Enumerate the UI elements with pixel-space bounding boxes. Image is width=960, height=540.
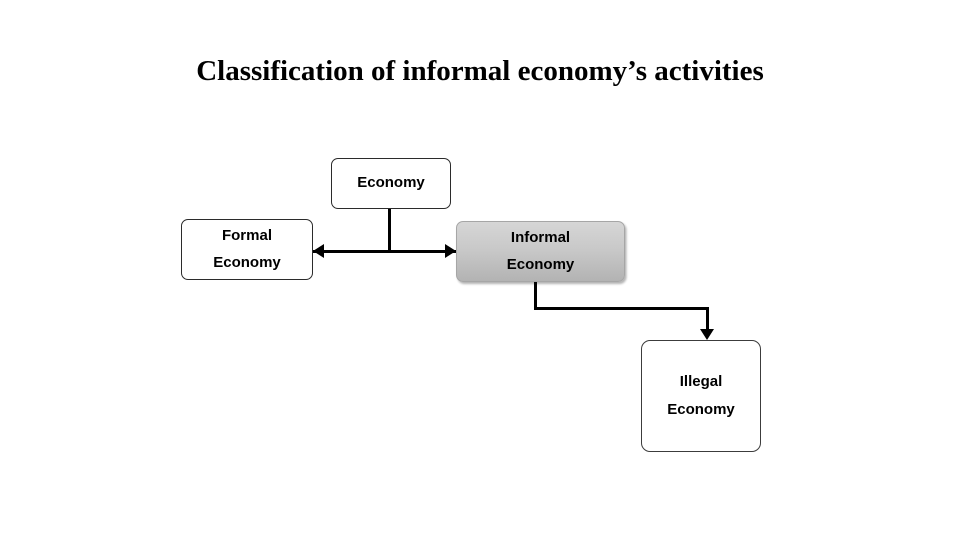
node-economy-label: Economy [357,174,425,192]
node-formal-economy-label-line2: Economy [213,254,281,271]
node-informal-economy[interactable]: Informal Economy [456,221,625,282]
connector-economy-stem [388,209,391,251]
connector-informal-drop [534,282,537,310]
node-illegal-economy[interactable]: Illegal Economy [641,340,761,452]
node-formal-economy[interactable]: Formal Economy [181,219,313,280]
node-economy[interactable]: Economy [331,158,451,209]
node-illegal-economy-label-line1: Illegal [679,373,723,391]
connector-split-bar [313,250,456,253]
node-informal-economy-label-line2: Economy [506,256,575,273]
arrowhead-to-illegal-icon [700,329,714,340]
connector-illegal-drop [706,307,709,333]
node-formal-economy-label-line1: Formal [221,226,272,244]
arrowhead-to-informal-icon [445,244,456,258]
arrowhead-to-formal-icon [313,244,324,258]
node-illegal-economy-label-line2: Economy [667,400,735,418]
node-informal-economy-label-line1: Informal [510,228,571,246]
page-title: Classification of informal economy’s act… [196,55,764,87]
connector-informal-horizontal [534,307,709,310]
